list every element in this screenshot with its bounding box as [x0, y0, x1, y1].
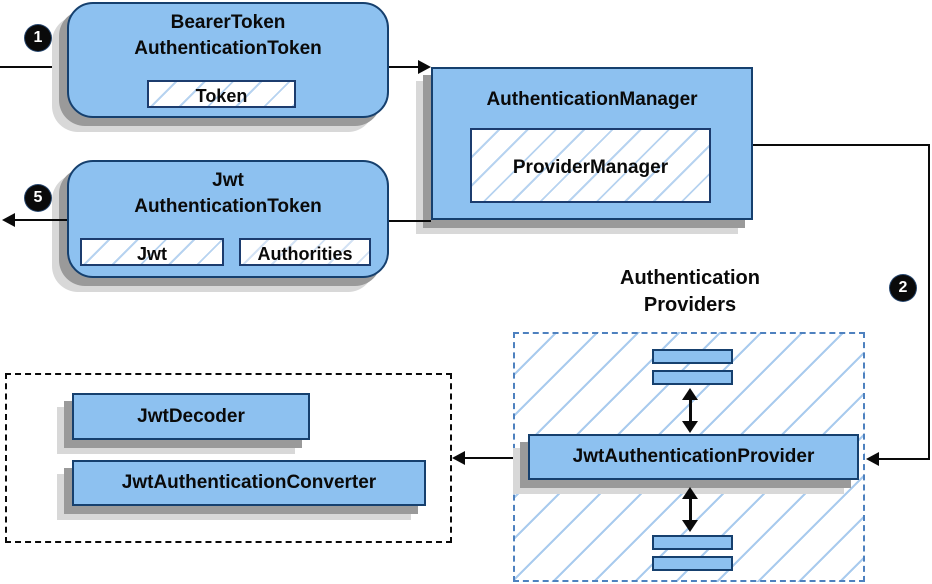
- bearer-to-manager-line: [389, 66, 420, 68]
- bearer-token-authentication-token-box: BearerToken AuthenticationToken Token: [67, 2, 389, 118]
- manager-to-provider-line-vertical: [928, 144, 930, 460]
- token-field: Token: [147, 80, 296, 108]
- step-5-badge: 5: [25, 185, 51, 211]
- arrow-left-icon: [866, 452, 879, 466]
- bearer-box-title-line1: BearerToken: [170, 12, 286, 33]
- jwt-authentication-converter-box: JwtAuthenticationConverter: [72, 460, 426, 506]
- arrow-left-icon: [2, 213, 15, 227]
- provider-placeholder-bar: [652, 535, 733, 550]
- provider-to-decoder-line: [464, 457, 513, 459]
- manager-to-provider-line-bottom: [878, 458, 930, 460]
- providers-label-line1: Authentication: [620, 267, 760, 289]
- authentication-providers-group: JwtAuthenticationProvider: [513, 332, 865, 582]
- outgoing-result-line: [14, 219, 67, 221]
- jwt-authentication-provider-box: JwtAuthenticationProvider: [528, 434, 859, 480]
- incoming-request-line: [0, 66, 67, 68]
- jwt-authentication-token-box: Jwt AuthenticationToken Jwt Authorities: [67, 160, 389, 278]
- providers-label-line2: Providers: [643, 294, 737, 316]
- jwt-decoder-box: JwtDecoder: [72, 393, 310, 440]
- provider-placeholder-bar: [652, 370, 733, 385]
- bearer-box-title-line2: AuthenticationToken: [134, 38, 322, 59]
- double-arrow-icon: [682, 388, 698, 433]
- authorities-field: Authorities: [239, 238, 371, 266]
- authentication-manager-box: AuthenticationManager ProviderManager: [431, 67, 753, 220]
- authentication-providers-label: Authentication Providers: [545, 265, 835, 319]
- step-1-badge: 1: [25, 25, 51, 51]
- jwt-box-title-line2: AuthenticationToken: [134, 196, 322, 217]
- step-2-badge: 2: [890, 275, 916, 301]
- manager-to-jwt-line: [389, 220, 431, 222]
- provider-placeholder-bar: [652, 349, 733, 364]
- arrow-right-icon: [418, 60, 431, 74]
- arrow-left-icon: [452, 451, 465, 465]
- manager-to-provider-line-top: [753, 144, 930, 146]
- authentication-manager-title: AuthenticationManager: [486, 89, 698, 110]
- jwt-field: Jwt: [80, 238, 224, 266]
- double-arrow-icon: [682, 487, 698, 532]
- provider-placeholder-bar: [652, 556, 733, 571]
- jwt-box-title-line1: Jwt: [212, 170, 244, 191]
- provider-manager-field: ProviderManager: [470, 128, 711, 203]
